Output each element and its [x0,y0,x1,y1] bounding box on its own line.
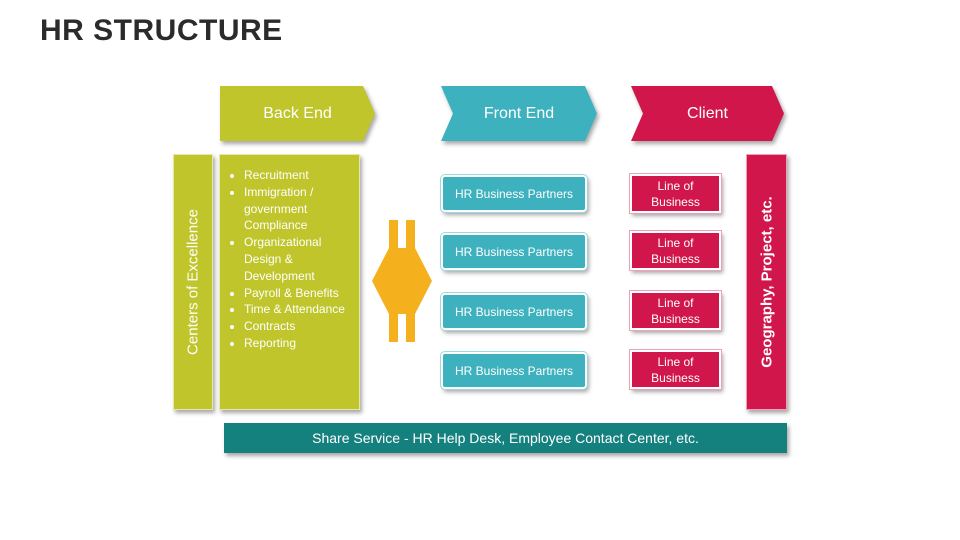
back-end-item: Reporting [244,335,353,352]
back-end-item: Immigration / government Compliance [244,184,353,234]
geography-bar: Geography, Project, etc. [746,154,787,410]
centers-of-excellence-bar: Centers of Excellence [173,154,213,410]
line-of-business-box: Line of Business [629,290,722,331]
line-of-business-box: Line of Business [629,173,722,214]
back-end-item: Time & Attendance [244,301,353,318]
back-end-item: Recruitment [244,167,353,184]
line-of-business-box: Line of Business [629,349,722,390]
page-title: HR STRUCTURE [40,14,283,47]
back-end-header: Back End [220,86,375,141]
line-of-business-box: Line of Business [629,230,722,271]
client-header: Client [631,86,784,141]
double-arrow-icon [372,220,432,342]
geography-label: Geography, Project, etc. [758,196,775,368]
back-end-list: Recruitment Immigration / government Com… [228,167,353,352]
back-end-box: Recruitment Immigration / government Com… [219,154,360,410]
client-label: Client [687,104,728,122]
back-end-item: Contracts [244,318,353,335]
shared-service-bar: Share Service - HR Help Desk, Employee C… [224,423,787,453]
chevron-shape [220,86,375,141]
chevron-shape [631,86,784,141]
hr-business-partners-box: HR Business Partners [440,232,588,271]
back-end-label: Back End [263,104,332,122]
hr-business-partners-box: HR Business Partners [440,174,588,213]
centers-of-excellence-label: Centers of Excellence [184,209,202,355]
front-end-label: Front End [483,104,555,122]
back-end-item: Payroll & Benefits [244,285,353,302]
chevron-shape [441,86,597,141]
hr-business-partners-box: HR Business Partners [440,292,588,331]
front-end-header: Front End [441,86,597,141]
hr-business-partners-box: HR Business Partners [440,351,588,390]
shared-service-label: Share Service - HR Help Desk, Employee C… [312,430,699,446]
back-end-item: Organizational Design & Development [244,234,353,284]
